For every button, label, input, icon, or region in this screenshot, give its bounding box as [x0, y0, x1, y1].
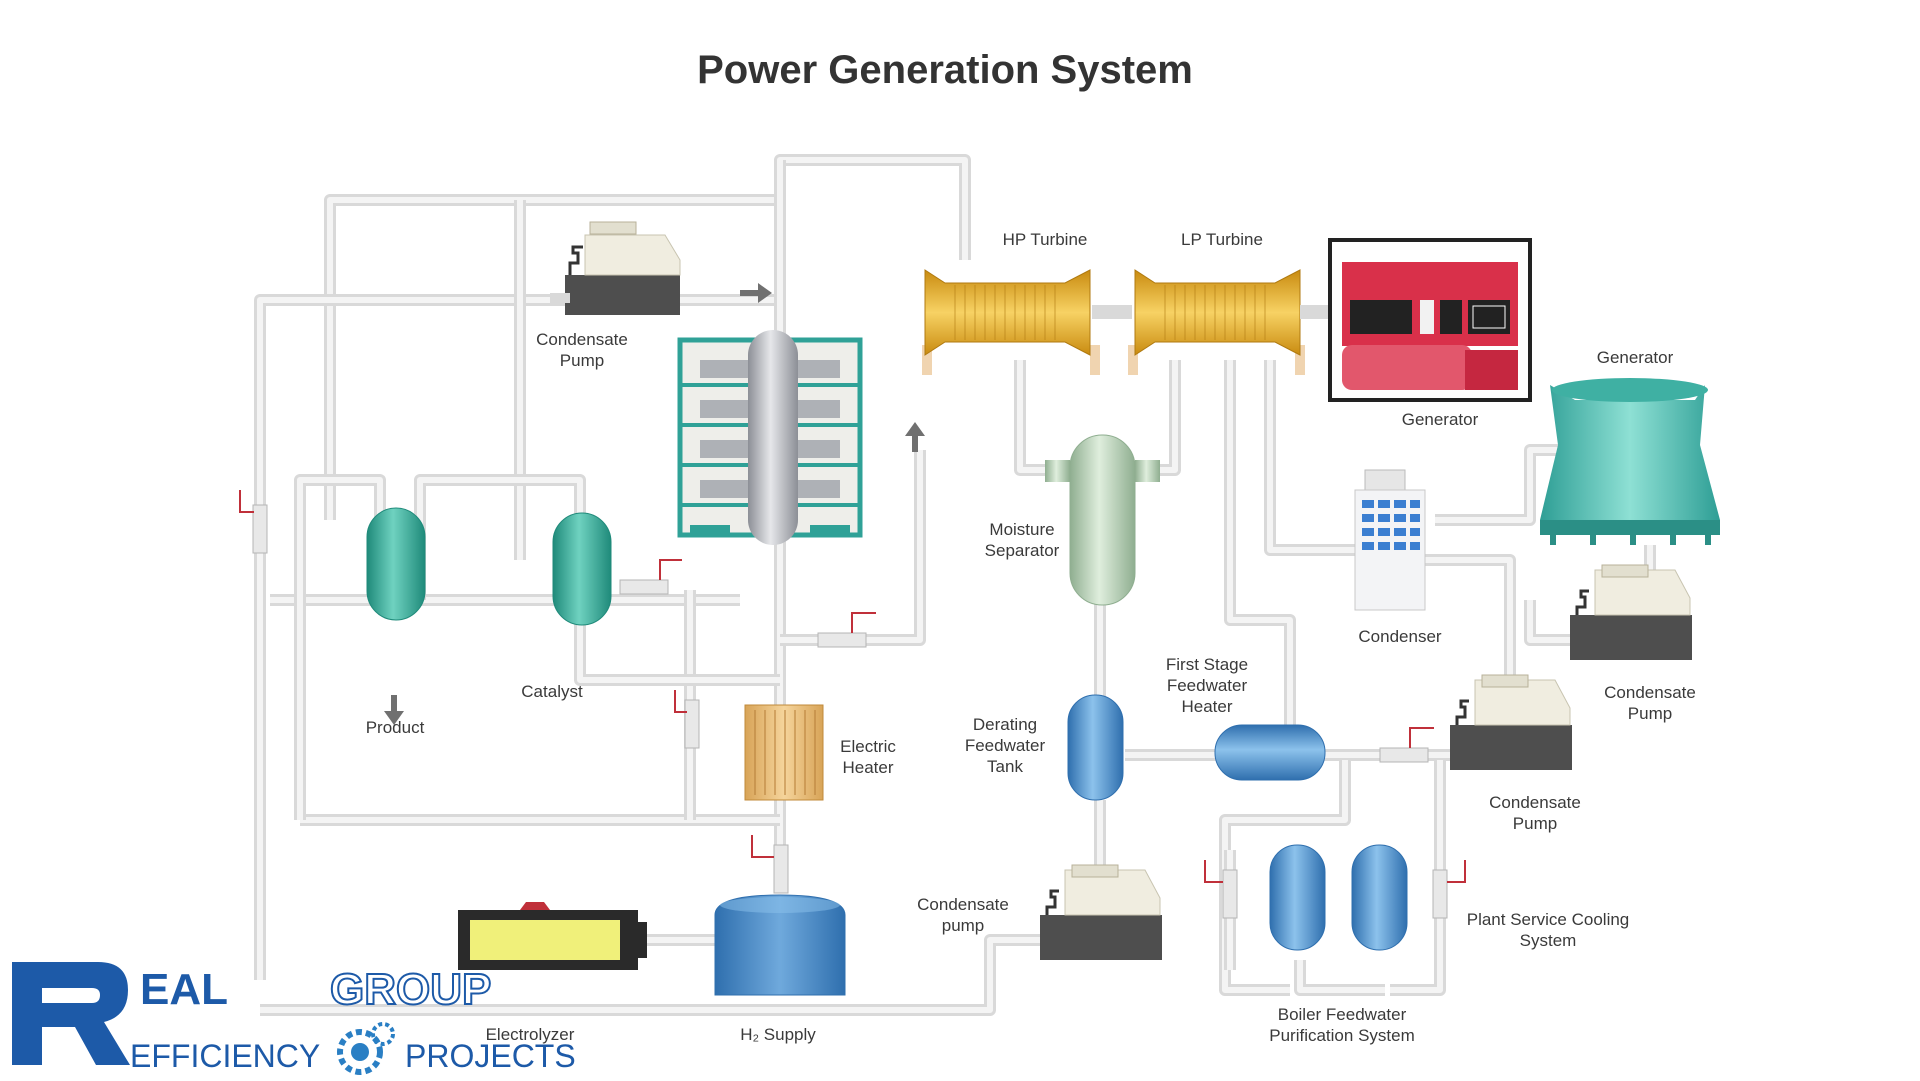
label-plant-service-1: Plant Service Cooling [1467, 910, 1630, 929]
hp-turbine[interactable] [922, 269, 1100, 375]
valve-left[interactable] [239, 490, 268, 554]
turbine-coupling [1092, 305, 1132, 319]
product-vessel[interactable] [366, 507, 426, 621]
boiler-feedwater-tank-2[interactable] [1351, 844, 1408, 951]
label-first-stage-3: Heater [1181, 697, 1232, 716]
valve-boiler-right[interactable] [1432, 860, 1466, 919]
arrow-up-icon [905, 422, 925, 452]
realgroup-logo: EAL GROUP EFFICIENCY PROJECTS [12, 962, 576, 1075]
arrow-right-icon [740, 283, 772, 303]
label-condensate-pump-top-2: Pump [560, 351, 604, 370]
valve-mid[interactable] [817, 612, 876, 648]
logo-projects: PROJECTS [405, 1038, 576, 1074]
valve-feedwater[interactable] [1379, 727, 1434, 763]
generator-main[interactable] [1328, 238, 1532, 402]
gear-icon [337, 1022, 395, 1075]
labels: HP Turbine LP Turbine Generator Generato… [366, 230, 1696, 1045]
boiler-feedwater-tank-1[interactable] [1269, 844, 1326, 951]
label-boiler-feedwater-2: Purification System [1269, 1026, 1415, 1045]
first-stage-feedwater-heater[interactable] [1214, 724, 1326, 781]
label-plant-service-2: System [1520, 931, 1577, 950]
valve-catalyst[interactable] [619, 559, 682, 595]
valve-boiler-left[interactable] [1204, 860, 1238, 919]
label-generator-bottom: Generator [1402, 410, 1479, 429]
label-boiler-feedwater-1: Boiler Feedwater [1278, 1005, 1407, 1024]
label-condensate-pump-right-1: Condensate [1604, 683, 1696, 702]
label-condensate-pump-top-1: Condensate [536, 330, 628, 349]
electrolyzer[interactable] [458, 902, 647, 970]
catalyst-vessel[interactable] [552, 512, 612, 626]
condensate-pump-bottom[interactable] [1040, 864, 1162, 960]
label-product: Product [366, 718, 425, 737]
condensate-pump-top[interactable] [550, 221, 681, 315]
reactor-stack[interactable] [677, 330, 863, 545]
valves [239, 490, 1466, 919]
pipe-network [254, 154, 1656, 1016]
valve-heater-left[interactable] [674, 690, 700, 749]
label-derating-1: Derating [973, 715, 1037, 734]
label-lp-turbine: LP Turbine [1181, 230, 1263, 249]
label-electrolyzer: Electrolyzer [486, 1025, 575, 1044]
label-electric-heater-2: Heater [842, 758, 893, 777]
label-catalyst: Catalyst [521, 682, 583, 701]
logo-group: GROUP [330, 965, 491, 1014]
label-first-stage-2: Feedwater [1167, 676, 1248, 695]
label-h2-supply: H₂ Supply [740, 1025, 816, 1044]
label-moisture-separator-2: Separator [985, 541, 1060, 560]
label-condensate-pump-bottom-2: pump [942, 916, 985, 935]
label-condensate-pump-mid-1: Condensate [1489, 793, 1581, 812]
condensate-pump-mid[interactable] [1450, 674, 1572, 770]
label-condenser: Condenser [1358, 627, 1442, 646]
label-condensate-pump-mid-2: Pump [1513, 814, 1557, 833]
label-moisture-separator-1: Moisture [989, 520, 1054, 539]
logo-r-letters: EAL [140, 965, 228, 1014]
label-electric-heater-1: Electric [840, 737, 896, 756]
valve-h2[interactable] [751, 835, 789, 894]
label-condensate-pump-bottom-1: Condensate [917, 895, 1009, 914]
flow-arrows [384, 283, 925, 725]
logo-r-icon [12, 962, 130, 1065]
lp-turbine[interactable] [1128, 269, 1305, 375]
condensate-pump-right[interactable] [1570, 564, 1692, 660]
h2-supply-tank[interactable] [714, 894, 846, 996]
label-derating-3: Tank [987, 757, 1023, 776]
label-first-stage-1: First Stage [1166, 655, 1248, 674]
cooling-tower[interactable] [1540, 378, 1720, 545]
label-generator-top: Generator [1597, 348, 1674, 367]
electric-heater[interactable] [744, 704, 824, 801]
moisture-separator[interactable] [1045, 434, 1160, 606]
condenser[interactable] [1354, 469, 1426, 611]
label-hp-turbine: HP Turbine [1003, 230, 1088, 249]
derating-feedwater-tank[interactable] [1067, 694, 1124, 801]
label-condensate-pump-right-2: Pump [1628, 704, 1672, 723]
label-derating-2: Feedwater [965, 736, 1046, 755]
diagram-title: Power Generation System [697, 48, 1193, 92]
logo-efficiency: EFFICIENCY [130, 1038, 320, 1074]
arrow-down-icon [384, 695, 404, 725]
